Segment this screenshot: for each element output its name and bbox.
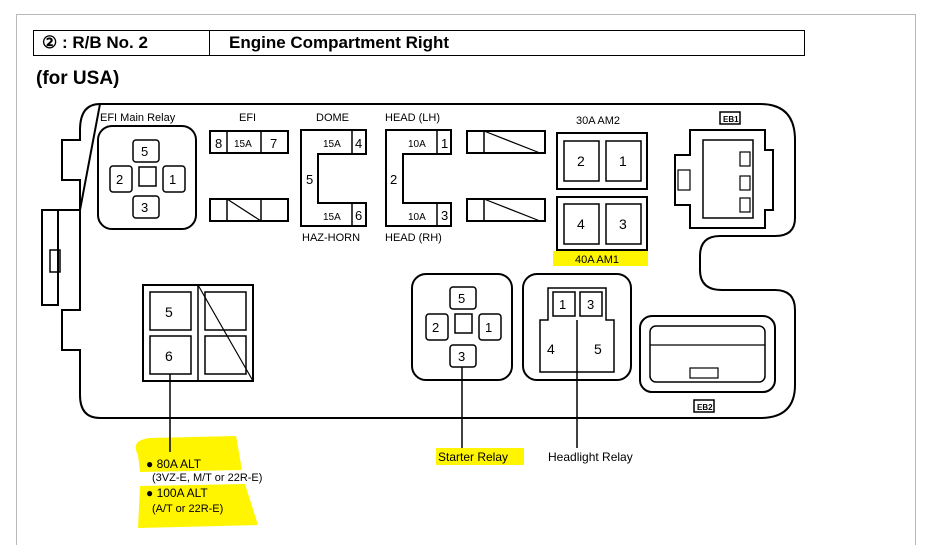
- label-am1: 40A AM1: [575, 254, 619, 266]
- dome-fuse-amp: 15A: [323, 139, 341, 150]
- efi-fuse: [209, 130, 289, 154]
- am2-pin1: 1: [619, 153, 627, 169]
- highlight-am1: [553, 251, 648, 266]
- highlight-alt100: [138, 484, 258, 528]
- label-am2: 30A AM2: [576, 115, 620, 127]
- dome-haz-fuse-bracket: [300, 129, 367, 227]
- side-latch: [49, 249, 61, 273]
- headlight-pin5: 5: [594, 341, 602, 357]
- starter-pin2: 2: [432, 320, 439, 335]
- am1-pin4: 4: [577, 216, 585, 232]
- starter-relay: [411, 273, 513, 381]
- empty-fuse-slot: [466, 198, 546, 222]
- efi-fuse-pin8: 8: [215, 136, 222, 151]
- relay-block-diagram: EFI Main Relay 5 2 1 3 EFI 8 15A 7 DOME …: [41, 102, 796, 528]
- head-fuse-bracket: [385, 129, 452, 227]
- empty-fuse-slot: [209, 198, 289, 222]
- head-lh-amp: 10A: [408, 139, 426, 150]
- dome-fuse-pin4: 4: [355, 136, 362, 151]
- efi-relay-pin3: 3: [141, 200, 148, 215]
- starter-pin3: 3: [458, 349, 465, 364]
- eb2-tag: [693, 399, 715, 413]
- highlight-alt80: [135, 436, 242, 472]
- efi-relay-pin3-slot: [132, 195, 160, 219]
- am1-pin3: 3: [619, 216, 627, 232]
- haz-fuse-pin6: 6: [355, 208, 362, 223]
- starter-pin5: 5: [458, 291, 465, 306]
- note-alt80: ● 80A ALT: [146, 457, 202, 471]
- am2-pin2: 2: [577, 153, 585, 169]
- efi-main-relay: [97, 125, 197, 230]
- note-alt100: ● 100A ALT: [146, 486, 208, 500]
- eb2-connector: [639, 315, 776, 393]
- section-header: ② : R/B No. 2 Engine Compartment Right: [33, 30, 805, 56]
- headlight-pin3: 3: [587, 297, 594, 312]
- section-number: ② : R/B No. 2: [34, 31, 210, 55]
- head-rh-amp: 10A: [408, 212, 426, 223]
- label-dome: DOME: [316, 112, 349, 124]
- head-lh-pin1: 1: [441, 136, 448, 151]
- section-title: Engine Compartment Right: [229, 33, 450, 52]
- relay-block-outline: [41, 102, 796, 419]
- haz-fuse-amp: 15A: [323, 212, 341, 223]
- label-efi: EFI: [239, 112, 256, 124]
- page-frame: [16, 14, 916, 545]
- label-haz-horn: HAZ-HORN: [302, 232, 360, 244]
- efi-relay-pin2: 2: [116, 172, 123, 187]
- head-rh-pin3: 3: [441, 208, 448, 223]
- label-headlight-relay: Headlight Relay: [548, 450, 633, 464]
- alt-pin6: 6: [165, 348, 173, 364]
- efi-relay-pin2-slot: [109, 165, 133, 193]
- efi-relay-pin5-slot: [132, 139, 160, 163]
- efi-relay-pin5: 5: [141, 144, 148, 159]
- label-head-rh: HEAD (RH): [385, 232, 442, 244]
- efi-fuse-pin7: 7: [270, 136, 277, 151]
- label-efi-main-relay: EFI Main Relay: [100, 112, 176, 124]
- efi-relay-pin1-slot: [162, 165, 186, 193]
- headlight-pin4: 4: [547, 341, 555, 357]
- bracket-pin2: 2: [390, 172, 397, 187]
- eb1-label: EB1: [723, 115, 739, 124]
- starter-pin1: 1: [485, 320, 492, 335]
- note-alt100-condition: (A/T or 22R-E): [152, 503, 223, 515]
- region-subtitle: (for USA): [36, 68, 120, 89]
- bracket-pin5: 5: [306, 172, 313, 187]
- am1-fuse: [556, 196, 648, 251]
- label-head-lh: HEAD (LH): [385, 112, 440, 124]
- am2-fuse: [556, 132, 648, 190]
- eb2-label: EB2: [697, 403, 713, 412]
- efi-relay-pin1: 1: [169, 172, 176, 187]
- alt-pin5: 5: [165, 304, 173, 320]
- empty-fuse-slot: [466, 130, 546, 154]
- eb1-tag: [719, 111, 741, 125]
- headlight-pin1: 1: [559, 297, 566, 312]
- efi-relay-center: [138, 166, 157, 187]
- note-alt80-condition: (3VZ-E, M/T or 22R-E): [152, 472, 262, 484]
- highlight-starter: [436, 448, 524, 465]
- efi-fuse-amp: 15A: [234, 139, 252, 150]
- eb1-connector: [674, 129, 774, 229]
- label-starter-relay: Starter Relay: [438, 450, 508, 464]
